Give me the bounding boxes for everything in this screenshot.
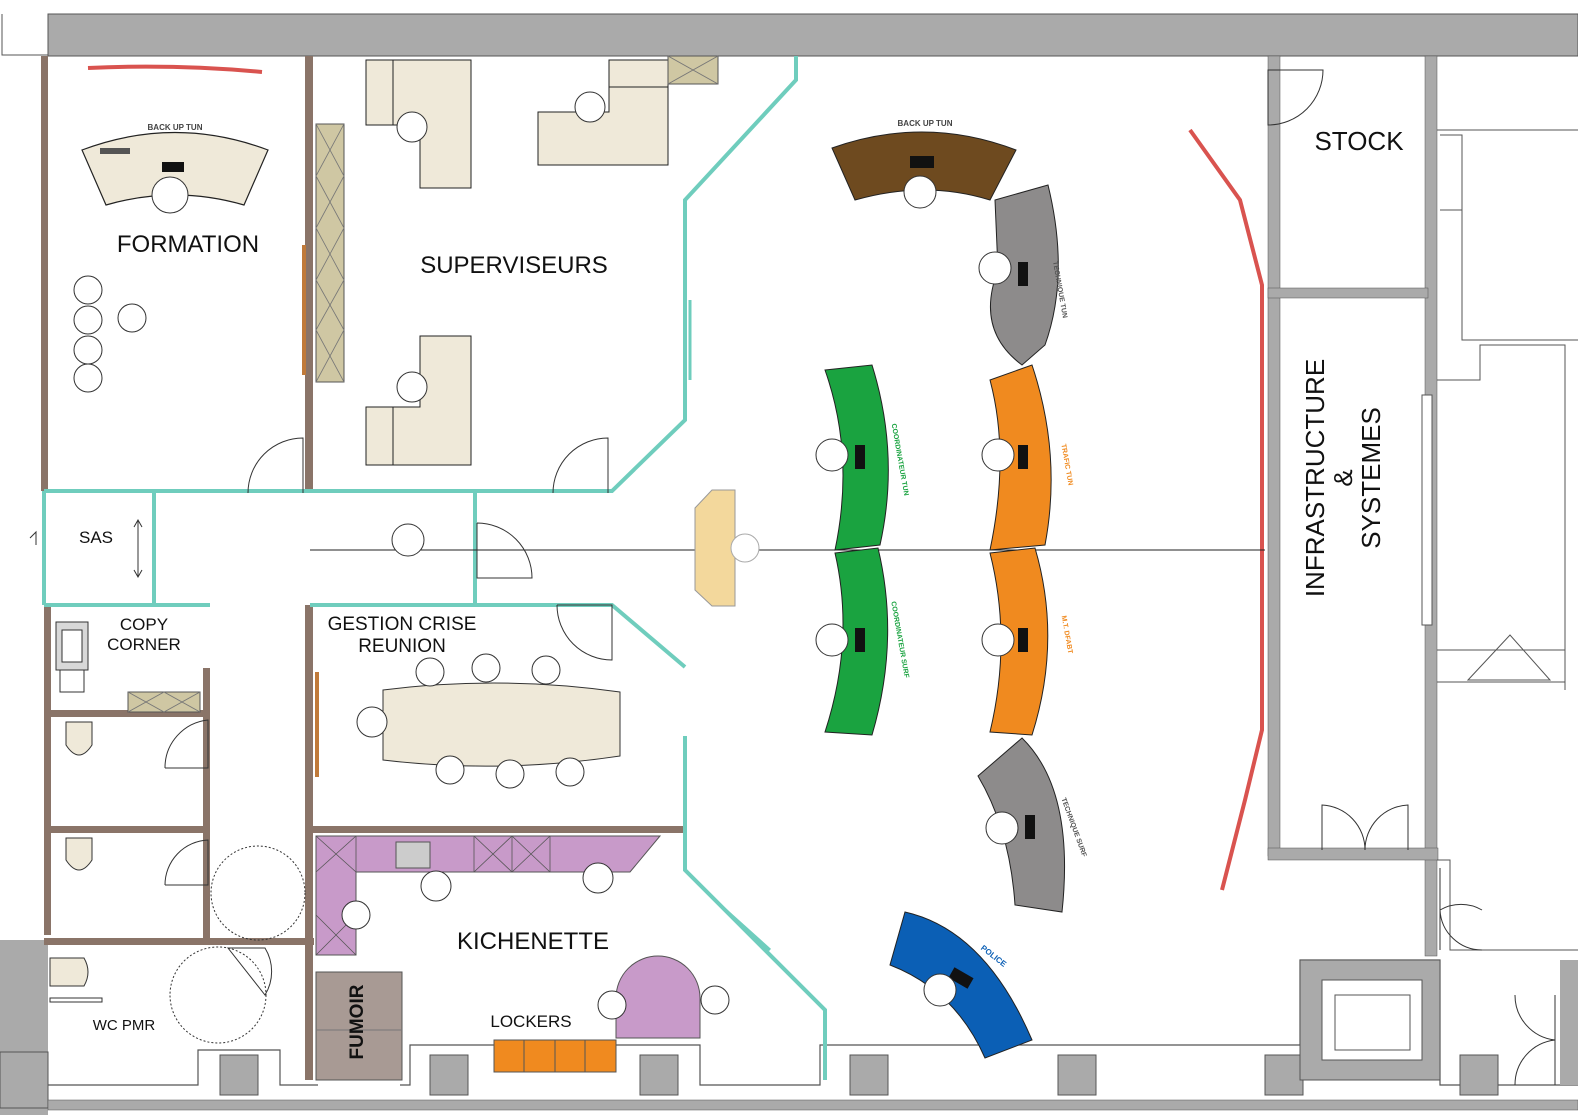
infra-label-2: & — [1328, 469, 1358, 486]
kichenette-label: KICHENETTE — [457, 928, 609, 955]
red-partitions — [87, 64, 1264, 891]
infra-label: INFRASTRUCTURE & SYSTEMES — [1300, 359, 1386, 597]
sas-area: SAS — [79, 489, 760, 607]
infra-label-1: INFRASTRUCTURE — [1300, 359, 1330, 597]
backup-main-label: BACK UP TUN — [898, 119, 953, 128]
chair-icon — [978, 251, 1012, 285]
police-desk — [889, 911, 1033, 1059]
toilet-icon — [65, 837, 93, 871]
chair-icon — [981, 438, 1015, 472]
copy-corner: COPY CORNER — [55, 615, 201, 713]
chair-icon — [700, 985, 730, 1015]
meeting-table — [382, 682, 621, 767]
round-table — [615, 955, 701, 1039]
chair-icon — [341, 900, 371, 930]
trafic-tun-label: TRAFIC TUN — [1059, 443, 1073, 486]
reception-desk — [694, 489, 736, 607]
formation-label: FORMATION — [117, 231, 259, 258]
coordinateur-tun-label: COORDINATEUR TUN — [890, 423, 910, 496]
control-room: BACK UP TUN TECHNIQUE TUN COORDINATEUR T… — [815, 119, 1088, 1059]
wc-area: WC PMR — [49, 721, 156, 1034]
chair-icon — [981, 623, 1015, 657]
backup-formation-label: BACK UP TUN — [148, 123, 203, 132]
chair-icon — [396, 111, 428, 143]
chair-icon — [151, 176, 189, 214]
kitchenette: KICHENETTE — [315, 835, 730, 1039]
outer-walls — [0, 13, 1578, 1115]
chair-icon — [396, 371, 428, 403]
sas-label: SAS — [79, 528, 113, 547]
infra-label-3: SYSTEMES — [1356, 407, 1386, 549]
chair-icon — [597, 990, 627, 1020]
superviseurs-label: SUPERVISEURS — [420, 252, 608, 279]
coordinateur-surf-label: COORDINATEUR SURF — [889, 601, 910, 679]
chair-icon — [391, 523, 425, 557]
cabinet — [315, 123, 345, 383]
fumoir: FUMOIR — [315, 971, 403, 1081]
technique-surf-desk — [977, 737, 1066, 913]
interior-walls — [41, 56, 685, 1080]
formation-room: BACK UP TUN FORMATION — [73, 123, 306, 393]
copy-label-2: CORNER — [107, 635, 181, 654]
chair-icon — [582, 862, 614, 894]
stock-label: STOCK — [1314, 126, 1404, 156]
mt-dfabt-label: M.T. DFABT — [1060, 615, 1074, 655]
chair-icon — [815, 438, 849, 472]
wc-pmr-label: WC PMR — [93, 1017, 156, 1034]
chair-icon — [985, 811, 1019, 845]
copy-label-1: COPY — [120, 615, 168, 634]
chair-icon — [923, 973, 957, 1007]
doors — [29, 69, 1556, 1086]
lockers: LOCKERS — [490, 1012, 617, 1073]
chair-icon — [574, 91, 606, 123]
gestion-label-1: GESTION CRISE — [328, 614, 477, 635]
lockers-label: LOCKERS — [490, 1012, 571, 1031]
gestion-label-2: REUNION — [358, 636, 446, 657]
chair-icon — [420, 870, 452, 902]
meeting-room: GESTION CRISE REUNION — [315, 614, 621, 789]
chair-icon — [815, 623, 849, 657]
sink-icon — [395, 841, 431, 869]
chair-icon — [730, 533, 760, 563]
toilet-icon — [49, 957, 89, 987]
chair-group — [73, 275, 147, 393]
glass-partitions — [42, 56, 827, 1080]
superviseurs-room: SUPERVISEURS — [315, 55, 719, 466]
chair-icon — [903, 175, 937, 209]
fumoir-label: FUMOIR — [347, 984, 368, 1059]
toilet-icon — [65, 721, 93, 756]
